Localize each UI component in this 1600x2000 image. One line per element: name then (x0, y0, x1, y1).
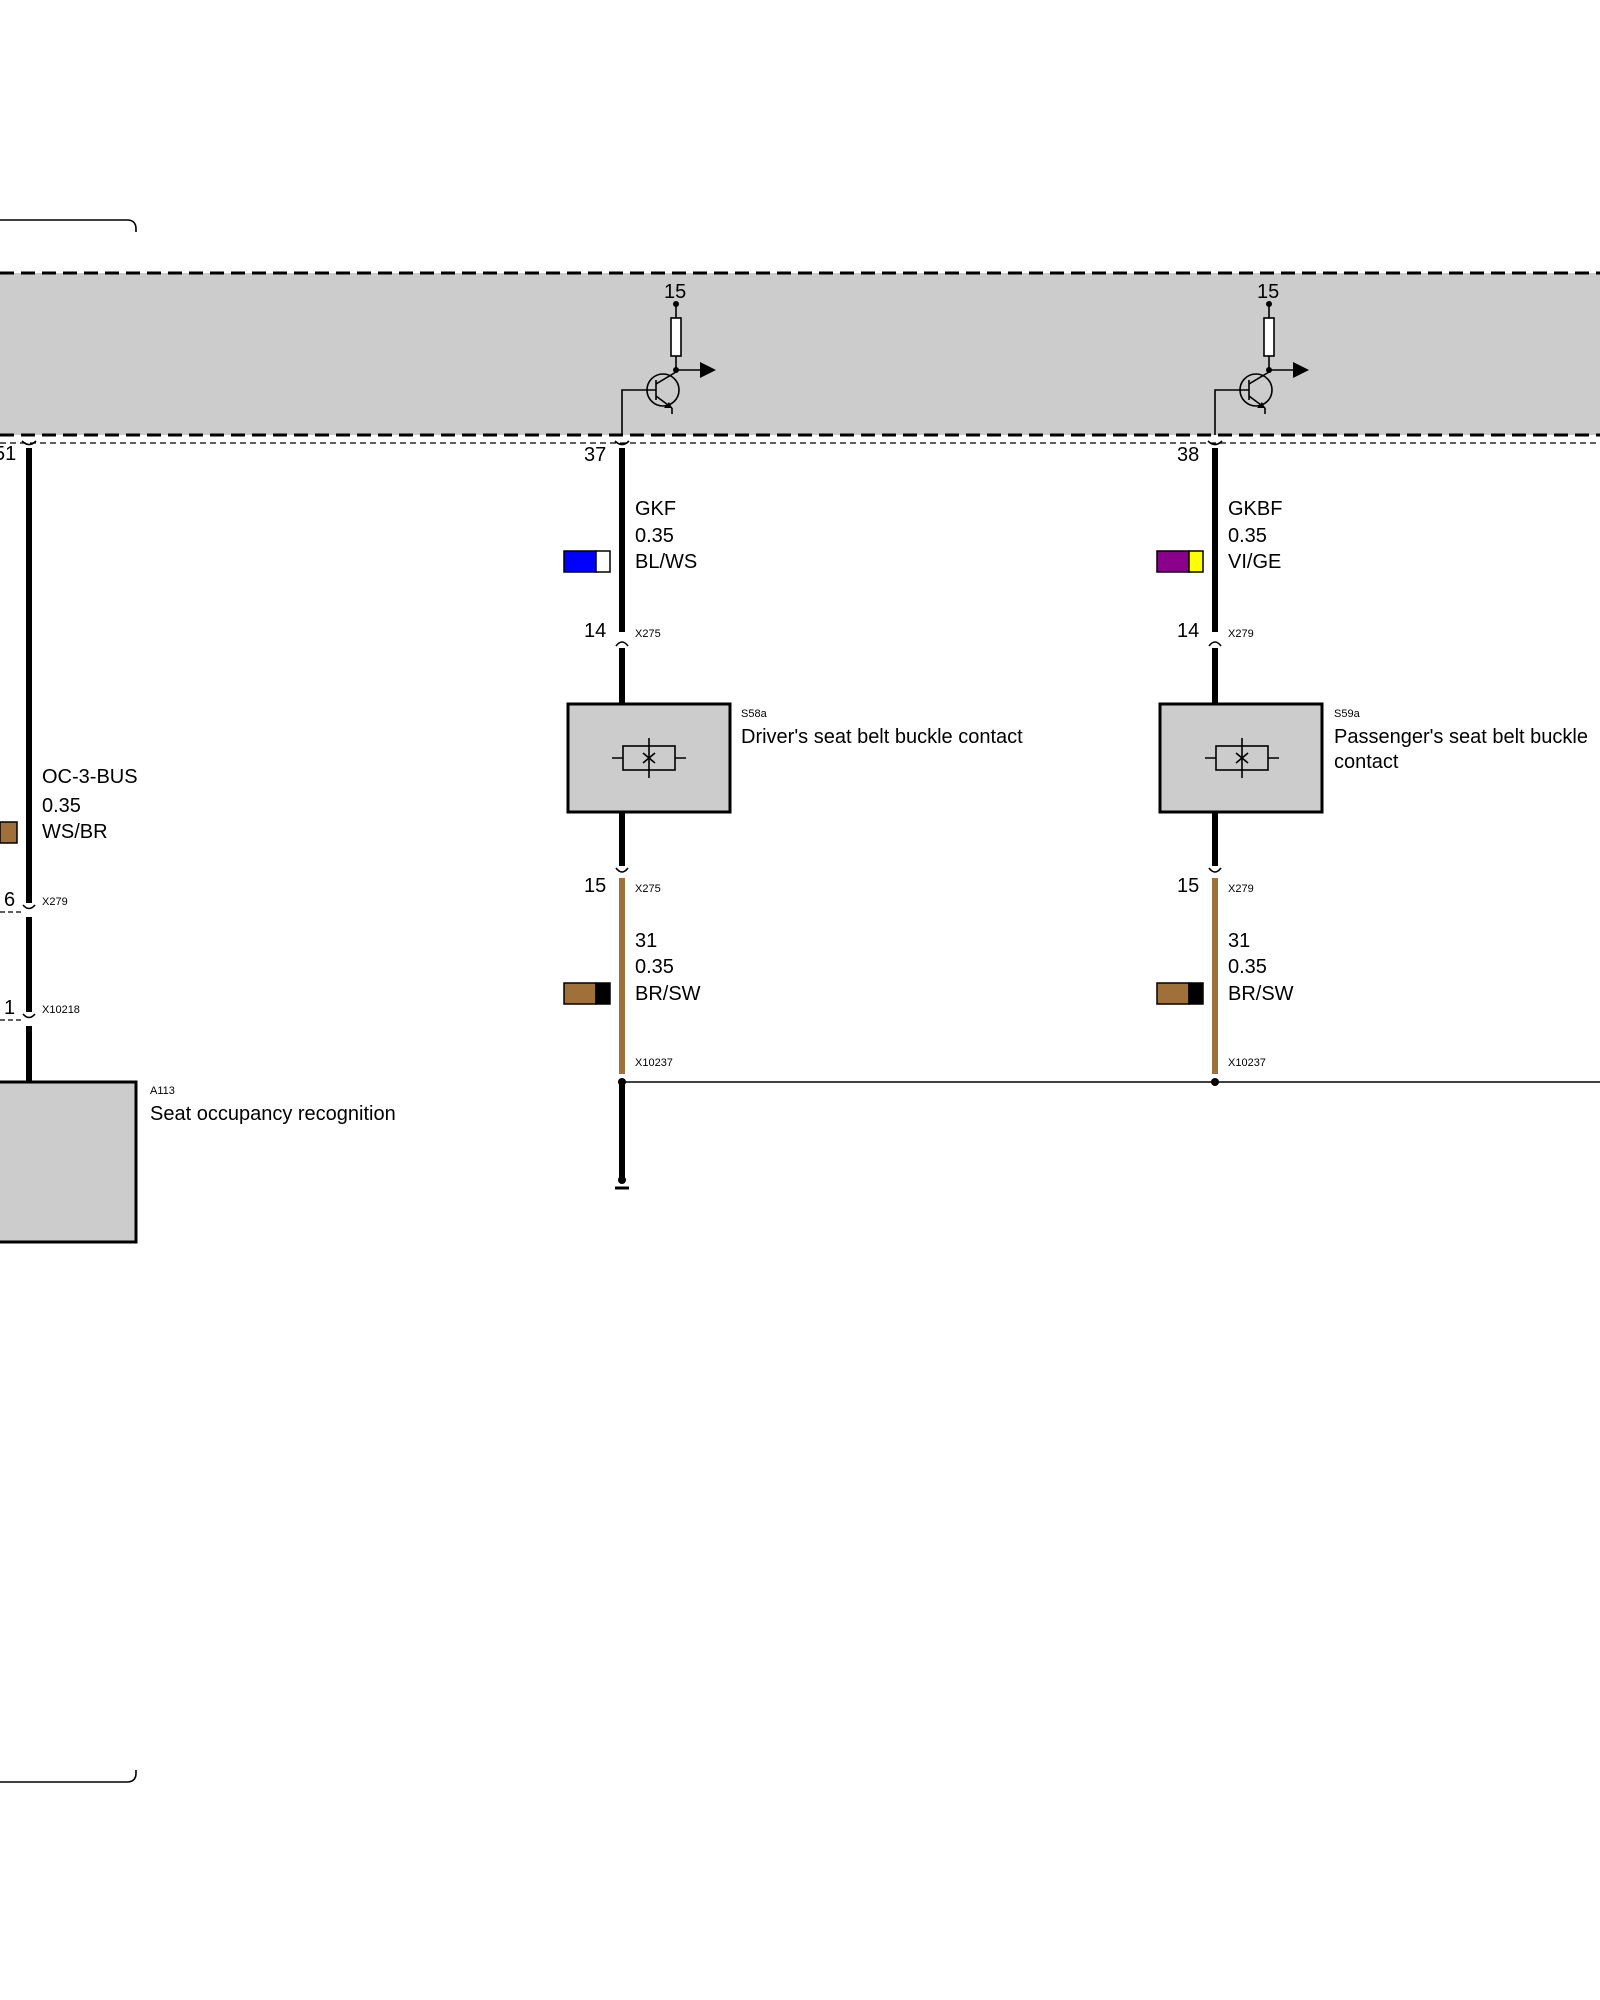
wire-color-gkbf: VI/GE (1228, 551, 1281, 573)
component-a113-name: Seat occupancy recognition (150, 1103, 396, 1125)
splice-dot-passenger (1211, 1078, 1219, 1086)
ground-dot (618, 1176, 626, 1184)
conn-x10218-pin: 1 (4, 997, 15, 1019)
wire-color-31-passenger: BR/SW (1228, 983, 1294, 1005)
wire-size-31-passenger: 0.35 (1228, 956, 1267, 978)
conn-x279-id: X279 (42, 896, 68, 908)
component-a113 (0, 1080, 138, 1244)
supply-15-passenger: 15 (1257, 281, 1279, 303)
ecu-pin-37: 37 (584, 444, 606, 466)
splice-x10237-driver-id: X10237 (635, 1057, 673, 1069)
conn-x279-top-hook (1208, 641, 1222, 647)
component-s58a-name: Driver's seat belt buckle contact (741, 726, 1023, 748)
wire-name-gkbf: GKBF (1228, 498, 1282, 520)
swatch-31-driver-stripe (595, 982, 611, 1005)
conn-x275-top-hook (615, 641, 629, 647)
wire-color-oc3bus: WS/BR (42, 821, 108, 843)
swatch-oc3bus (0, 821, 18, 844)
conn-x10218-id: X10218 (42, 1004, 80, 1016)
conn-x275-bot-gap (615, 866, 629, 880)
wire-size-31-driver: 0.35 (635, 956, 674, 978)
component-s59a-name-1: Passenger's seat belt buckle (1334, 726, 1588, 748)
component-s59a-name-2: contact (1334, 751, 1399, 773)
transistor-driver: 15 (621, 281, 716, 435)
component-s58a-id: S58a (741, 708, 768, 720)
ecu-pin-38: 38 (1177, 444, 1199, 466)
module-bracket (0, 219, 137, 232)
swatch-gkbf-stripe (1188, 550, 1204, 573)
conn-x10218-hook (22, 1013, 36, 1019)
conn-x275-bot-id: X275 (635, 883, 661, 895)
wire-color-31-driver: BR/SW (635, 983, 701, 1005)
conn-x275-top-id: X275 (635, 628, 661, 640)
transistor-passenger: 15 (1214, 281, 1309, 435)
wire-size-gkbf: 0.35 (1228, 525, 1267, 547)
conn-x279-pin: 6 (4, 889, 15, 911)
control-unit-band (0, 273, 1600, 435)
wire-name-oc3bus: OC-3-BUS (42, 766, 138, 788)
swatch-gkf-stripe (595, 550, 611, 573)
conn-x275-bot-hook (615, 867, 629, 873)
ecu-pin-38-hook (1207, 440, 1223, 446)
conn-x279-top-pin: 14 (1177, 620, 1199, 642)
conn-x279-bot-pin: 15 (1177, 875, 1199, 897)
conn-x275-bot-pin: 15 (584, 875, 606, 897)
swatch-31-passenger-main (1156, 982, 1190, 1005)
wire-name-31-passenger: 31 (1228, 930, 1250, 952)
swatch-gkf-main (563, 550, 597, 573)
wire-size-oc3bus: 0.35 (42, 795, 81, 817)
ecu-pin-37-hook (614, 440, 630, 446)
wire-color-gkf: BL/WS (635, 551, 697, 573)
swatch-31-passenger-stripe (1188, 982, 1204, 1005)
swatch-31-driver-main (563, 982, 597, 1005)
pin-51: 51 (0, 443, 16, 465)
wire-size-gkf: 0.35 (635, 525, 674, 547)
wire-name-31-driver: 31 (635, 930, 657, 952)
component-a113-id: A113 (150, 1085, 175, 1097)
conn-x279-bot-id: X279 (1228, 883, 1254, 895)
wire-name-gkf: GKF (635, 498, 676, 520)
conn-x279-bot-hook (1208, 867, 1222, 873)
conn-x275-top-pin: 14 (584, 620, 606, 642)
conn-x279-bot-gap (1208, 866, 1222, 880)
module-bracket-bottom (0, 1770, 137, 1783)
pin-hook-51 (21, 440, 37, 446)
switch-symbol-s59a (1205, 738, 1279, 778)
component-s59a-id: S59a (1334, 708, 1361, 720)
splice-x10237-passenger-id: X10237 (1228, 1057, 1266, 1069)
conn-x279-hook (22, 904, 36, 910)
supply-15-driver: 15 (664, 281, 686, 303)
switch-symbol-s58a (612, 738, 686, 778)
swatch-gkbf-main (1156, 550, 1190, 573)
conn-x279-top-id: X279 (1228, 628, 1254, 640)
